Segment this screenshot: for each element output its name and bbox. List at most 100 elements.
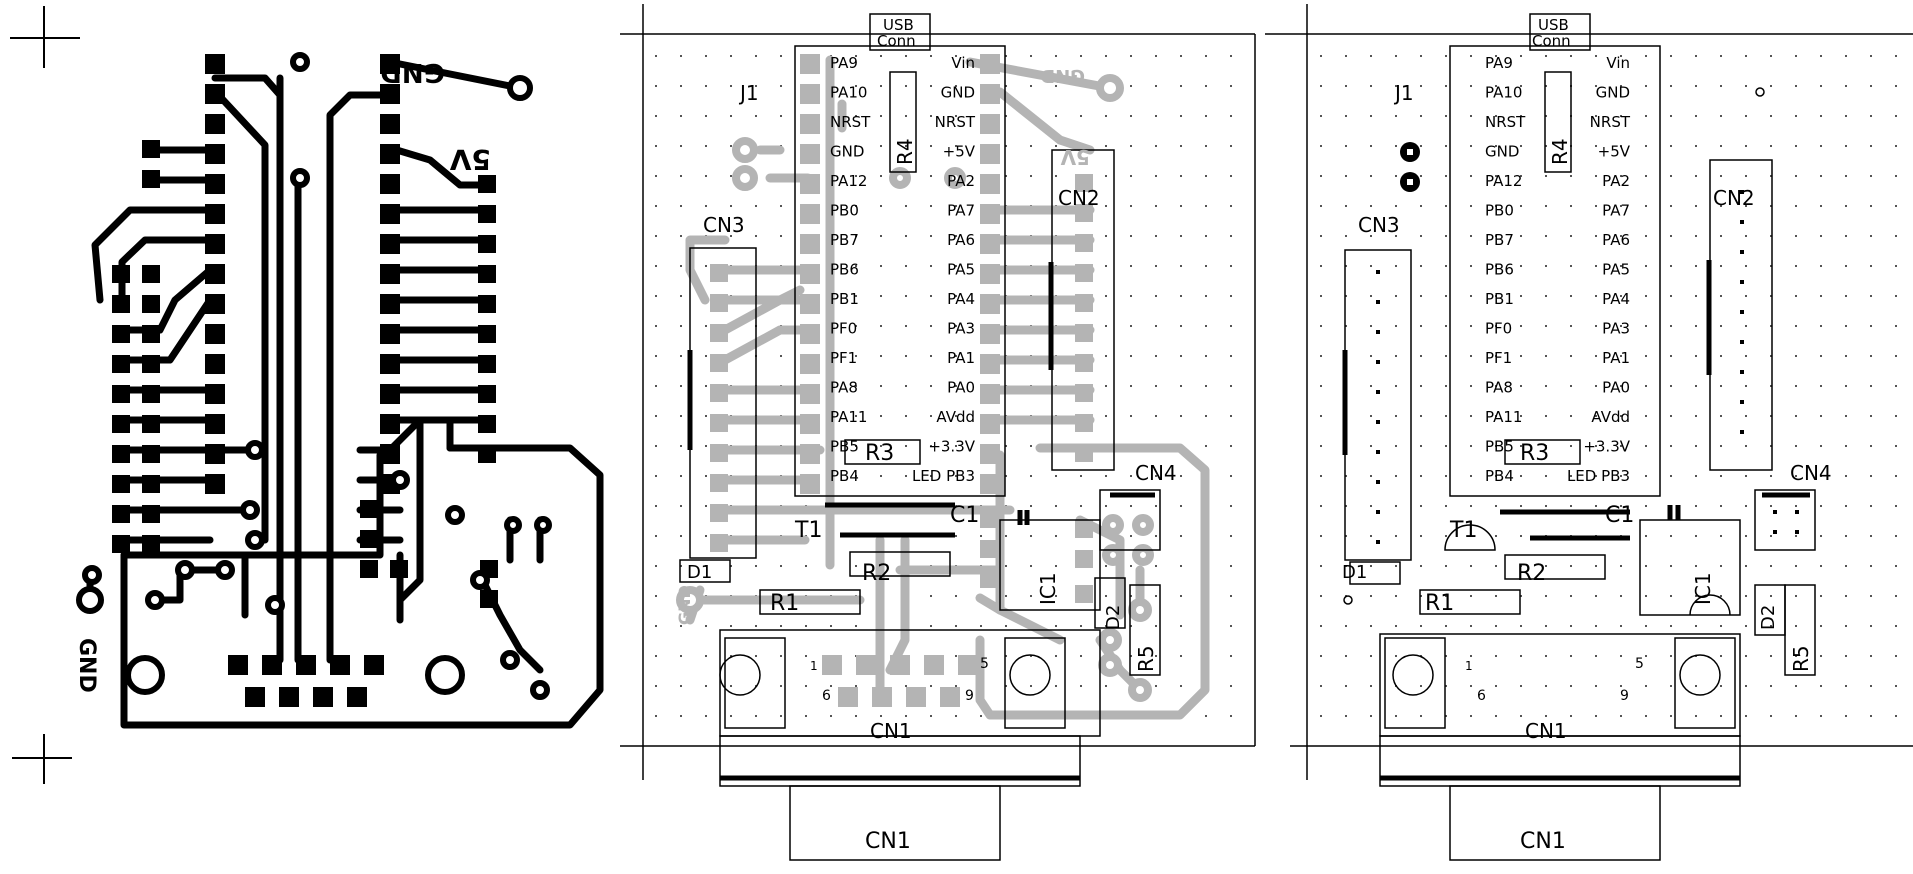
grid-dot bbox=[1495, 385, 1497, 387]
grid-dot bbox=[1495, 595, 1497, 597]
p2-left-pin-pb5: PB5 bbox=[830, 438, 859, 456]
grid-dot bbox=[855, 325, 857, 327]
grid-dot bbox=[1345, 265, 1347, 267]
grid-dot bbox=[1770, 355, 1772, 357]
grid-dot bbox=[1745, 175, 1747, 177]
grid-dot bbox=[1370, 715, 1372, 717]
grid-dot bbox=[1395, 325, 1397, 327]
grid-dot bbox=[1845, 55, 1847, 57]
grid-dot bbox=[1545, 355, 1547, 357]
grid-dot bbox=[730, 685, 732, 687]
grid-dot bbox=[1720, 685, 1722, 687]
grid-dot bbox=[1345, 55, 1347, 57]
p3-d2-label: D2 bbox=[1758, 605, 1779, 630]
grid-dot bbox=[1695, 625, 1697, 627]
grid-dot bbox=[1595, 145, 1597, 147]
grid-dot bbox=[1820, 145, 1822, 147]
grid-dot bbox=[1545, 715, 1547, 717]
grid-dot bbox=[1820, 685, 1822, 687]
grid-dot bbox=[1645, 475, 1647, 477]
grid-dot bbox=[1595, 385, 1597, 387]
p3-c1-label: C1 bbox=[1605, 503, 1634, 528]
grid-dot bbox=[1495, 295, 1497, 297]
grid-dot bbox=[1570, 655, 1572, 657]
grid-dot bbox=[1005, 445, 1007, 447]
p3-right-pin--5v: +5V bbox=[1598, 143, 1631, 161]
grid-dot bbox=[1745, 715, 1747, 717]
grid-dot bbox=[1895, 505, 1897, 507]
grid-dot bbox=[1795, 235, 1797, 237]
grid-dot bbox=[1820, 355, 1822, 357]
grid-dot bbox=[905, 115, 907, 117]
grid-dot bbox=[755, 235, 757, 237]
grid-dot bbox=[1570, 505, 1572, 507]
p2-left-pin-pb1: PB1 bbox=[830, 290, 859, 308]
grid-dot bbox=[1570, 205, 1572, 207]
grid-dot bbox=[1570, 595, 1572, 597]
grid-dot bbox=[1205, 295, 1207, 297]
grid-dot bbox=[1720, 205, 1722, 207]
grid-dot bbox=[980, 535, 982, 537]
grid-dot bbox=[1320, 715, 1322, 717]
p3-right-pin-pa5: PA5 bbox=[1602, 261, 1630, 279]
p3-t1-label: T1 bbox=[1449, 518, 1477, 543]
grid-dot bbox=[1005, 565, 1007, 567]
grid-dot bbox=[930, 175, 932, 177]
grid-dot bbox=[1595, 265, 1597, 267]
grid-dot bbox=[1205, 415, 1207, 417]
grid-dot bbox=[1180, 325, 1182, 327]
grid-dot bbox=[1130, 595, 1132, 597]
grid-dot bbox=[1345, 535, 1347, 537]
grid-dot bbox=[1870, 565, 1872, 567]
grid-dot bbox=[1670, 655, 1672, 657]
grid-dot bbox=[1320, 145, 1322, 147]
grid-dot bbox=[1770, 115, 1772, 117]
grid-dot bbox=[1520, 475, 1522, 477]
grid-dot bbox=[1595, 445, 1597, 447]
grid-dot bbox=[1620, 565, 1622, 567]
grid-dot bbox=[1820, 325, 1822, 327]
p3-left-pin-pa10: PA10 bbox=[1485, 84, 1522, 102]
grid-dot bbox=[1820, 235, 1822, 237]
grid-dot bbox=[1055, 115, 1057, 117]
grid-dot bbox=[930, 325, 932, 327]
p2-right-pin-avdd: AVdd bbox=[936, 408, 975, 426]
grid-dot bbox=[1595, 685, 1597, 687]
grid-dot bbox=[1695, 235, 1697, 237]
grid-dot bbox=[1845, 115, 1847, 117]
grid-dot bbox=[1645, 145, 1647, 147]
p2-cn3-label: CN3 bbox=[703, 213, 745, 237]
p3-right-pin-pa4: PA4 bbox=[1602, 290, 1630, 308]
grid-dot bbox=[655, 295, 657, 297]
grid-dot bbox=[1030, 565, 1032, 567]
grid-dot bbox=[1155, 205, 1157, 207]
p3-pin9-label: 9 bbox=[1620, 688, 1629, 704]
grid-dot bbox=[1745, 55, 1747, 57]
grid-dot bbox=[855, 145, 857, 147]
grid-dot bbox=[705, 55, 707, 57]
grid-dot bbox=[855, 115, 857, 117]
grid-dot bbox=[1695, 145, 1697, 147]
grid-dot bbox=[1320, 535, 1322, 537]
grid-dot bbox=[1495, 475, 1497, 477]
grid-dot bbox=[1420, 175, 1422, 177]
grid-dot bbox=[1230, 55, 1232, 57]
grid-dot bbox=[1055, 685, 1057, 687]
grid-dot bbox=[1370, 115, 1372, 117]
grid-dot bbox=[1620, 175, 1622, 177]
grid-dot bbox=[655, 265, 657, 267]
grid-dot bbox=[1370, 595, 1372, 597]
grid-dot bbox=[1395, 625, 1397, 627]
grid-dot bbox=[1770, 535, 1772, 537]
p3-r5-label: R5 bbox=[1789, 645, 1813, 672]
grid-dot bbox=[1370, 565, 1372, 567]
grid-dot bbox=[680, 295, 682, 297]
grid-dot bbox=[1520, 625, 1522, 627]
grid-dot bbox=[1670, 205, 1672, 207]
grid-dot bbox=[1345, 295, 1347, 297]
grid-dot bbox=[1130, 355, 1132, 357]
grid-dot bbox=[1520, 115, 1522, 117]
grid-dot bbox=[1895, 265, 1897, 267]
p3-cn2-label: CN2 bbox=[1713, 186, 1755, 210]
grid-dot bbox=[1520, 355, 1522, 357]
